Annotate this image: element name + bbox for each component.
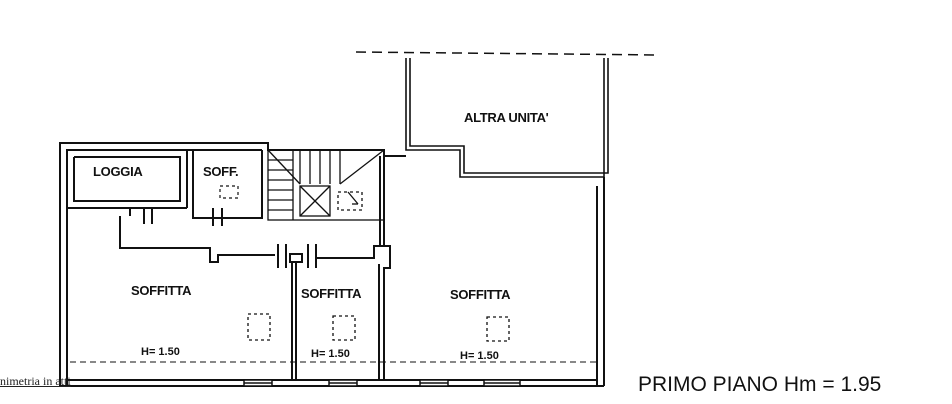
room-label-loggia: LOGGIA [93, 164, 143, 179]
room-label-soff: SOFF. [203, 164, 239, 179]
altra-unita-walls [405, 58, 609, 178]
skylights [247, 313, 510, 342]
height-label-right: H= 1.50 [460, 350, 499, 362]
staircase [267, 149, 385, 221]
room-label-soffitta-right: SOFFITTA [450, 287, 511, 302]
room-label-altra-unita: ALTRA UNITA' [464, 110, 549, 125]
room-label-soffitta-left: SOFFITTA [131, 283, 192, 298]
loggia-walls [66, 150, 188, 224]
footnote-text: nimetria in atti [0, 374, 71, 388]
height-label-left: H= 1.50 [141, 346, 180, 358]
room-label-soffitta-mid: SOFFITTA [301, 286, 362, 301]
soff-walls [192, 150, 263, 226]
reference-dashed-line [355, 51, 661, 56]
windows [243, 379, 521, 387]
interior-walls [119, 150, 391, 380]
floor-title: PRIMO PIANO Hm = 1.95 [638, 373, 882, 396]
height-label-mid: H= 1.50 [311, 348, 350, 360]
